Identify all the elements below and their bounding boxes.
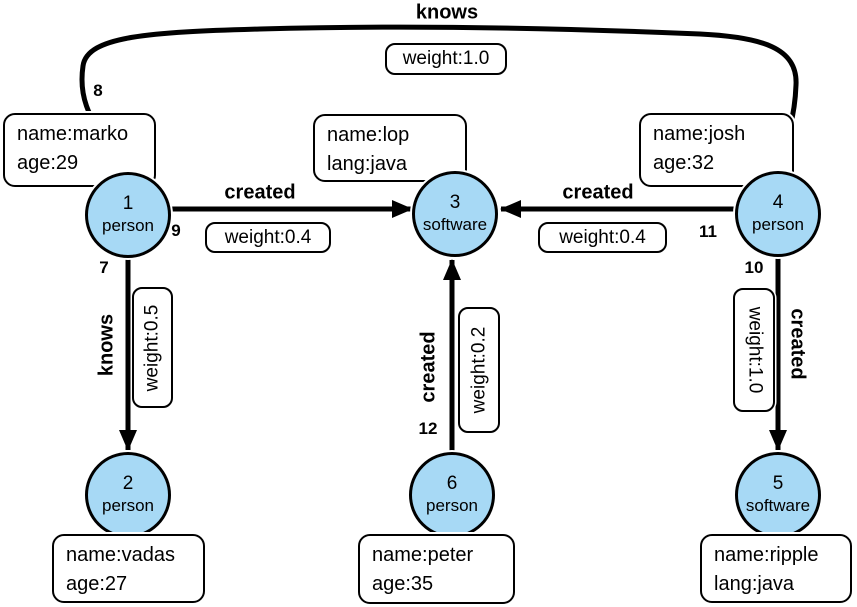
- vertex-id: 4: [772, 192, 784, 214]
- vertex-id: 3: [449, 192, 461, 214]
- property-line: name:lop: [327, 124, 410, 146]
- vertex-2-vadas: 2 person: [85, 452, 171, 538]
- vertex-id: 5: [772, 473, 784, 495]
- property-line: age:35: [372, 573, 434, 595]
- property-line: name:peter: [372, 544, 474, 566]
- edge-knows-1-4-line: [79, 24, 799, 179]
- edge-7-id: 7: [99, 258, 109, 277]
- vertex-6-properties: name:peter age:35: [358, 534, 515, 604]
- vertex-id: 6: [446, 473, 458, 495]
- edge-8-id: 8: [93, 81, 103, 100]
- edge-created-4-5-weight: weight:1.0: [733, 288, 775, 412]
- edge-created-1-3-weight: weight:0.4: [205, 222, 331, 253]
- property-line: age:32: [653, 152, 715, 174]
- vertex-5-properties: name:ripple lang:java: [700, 534, 852, 603]
- property-line: name:marko: [17, 123, 129, 145]
- property-line: name:josh: [653, 123, 746, 145]
- vertex-3-lop: 3 software: [412, 171, 498, 257]
- vertex-label: person: [102, 496, 154, 516]
- vertex-1-marko: 1 person: [85, 172, 171, 258]
- edge-created-6-3-label: created: [417, 331, 440, 403]
- edge-knows-1-4-label: knows: [415, 1, 479, 24]
- vertex-label: person: [426, 496, 478, 516]
- property-line: lang:java: [714, 573, 795, 595]
- edge-12-id: 12: [418, 419, 438, 438]
- vertex-label: person: [102, 216, 154, 236]
- property-line: lang:java: [327, 153, 408, 175]
- property-line: age:27: [66, 573, 128, 595]
- vertex-5-ripple: 5 software: [735, 452, 821, 538]
- vertex-6-peter: 6 person: [409, 452, 495, 538]
- vertex-2-properties: name:vadas age:27: [52, 534, 205, 603]
- edge-created-1-3-label: created: [224, 181, 296, 204]
- vertex-label: software: [745, 496, 811, 516]
- vertex-3-properties: name:lop lang:java: [313, 114, 467, 182]
- vertex-4-josh: 4 person: [735, 171, 821, 257]
- edge-created-4-5-label: created: [786, 308, 809, 380]
- property-line: name:ripple: [714, 544, 819, 566]
- edge-11-id: 11: [699, 222, 717, 241]
- edge-knows-1-4-weight: weight:1.0: [385, 43, 507, 75]
- edge-knows-1-2-weight: weight:0.5: [132, 287, 173, 408]
- edge-10-id: 10: [744, 258, 764, 277]
- vertex-label: person: [752, 215, 804, 235]
- edge-created-4-3-weight: weight:0.4: [538, 222, 667, 253]
- vertex-id: 1: [122, 193, 134, 215]
- property-line: age:29: [17, 152, 79, 174]
- edge-9-id: 9: [171, 221, 181, 240]
- vertex-label: software: [422, 215, 488, 235]
- vertex-id: 2: [122, 473, 134, 495]
- edge-created-4-3-label: created: [562, 181, 634, 204]
- edge-knows-1-2-label: knows: [95, 313, 118, 377]
- property-line: name:vadas: [66, 544, 175, 566]
- edge-created-6-3-weight: weight:0.2: [458, 307, 500, 433]
